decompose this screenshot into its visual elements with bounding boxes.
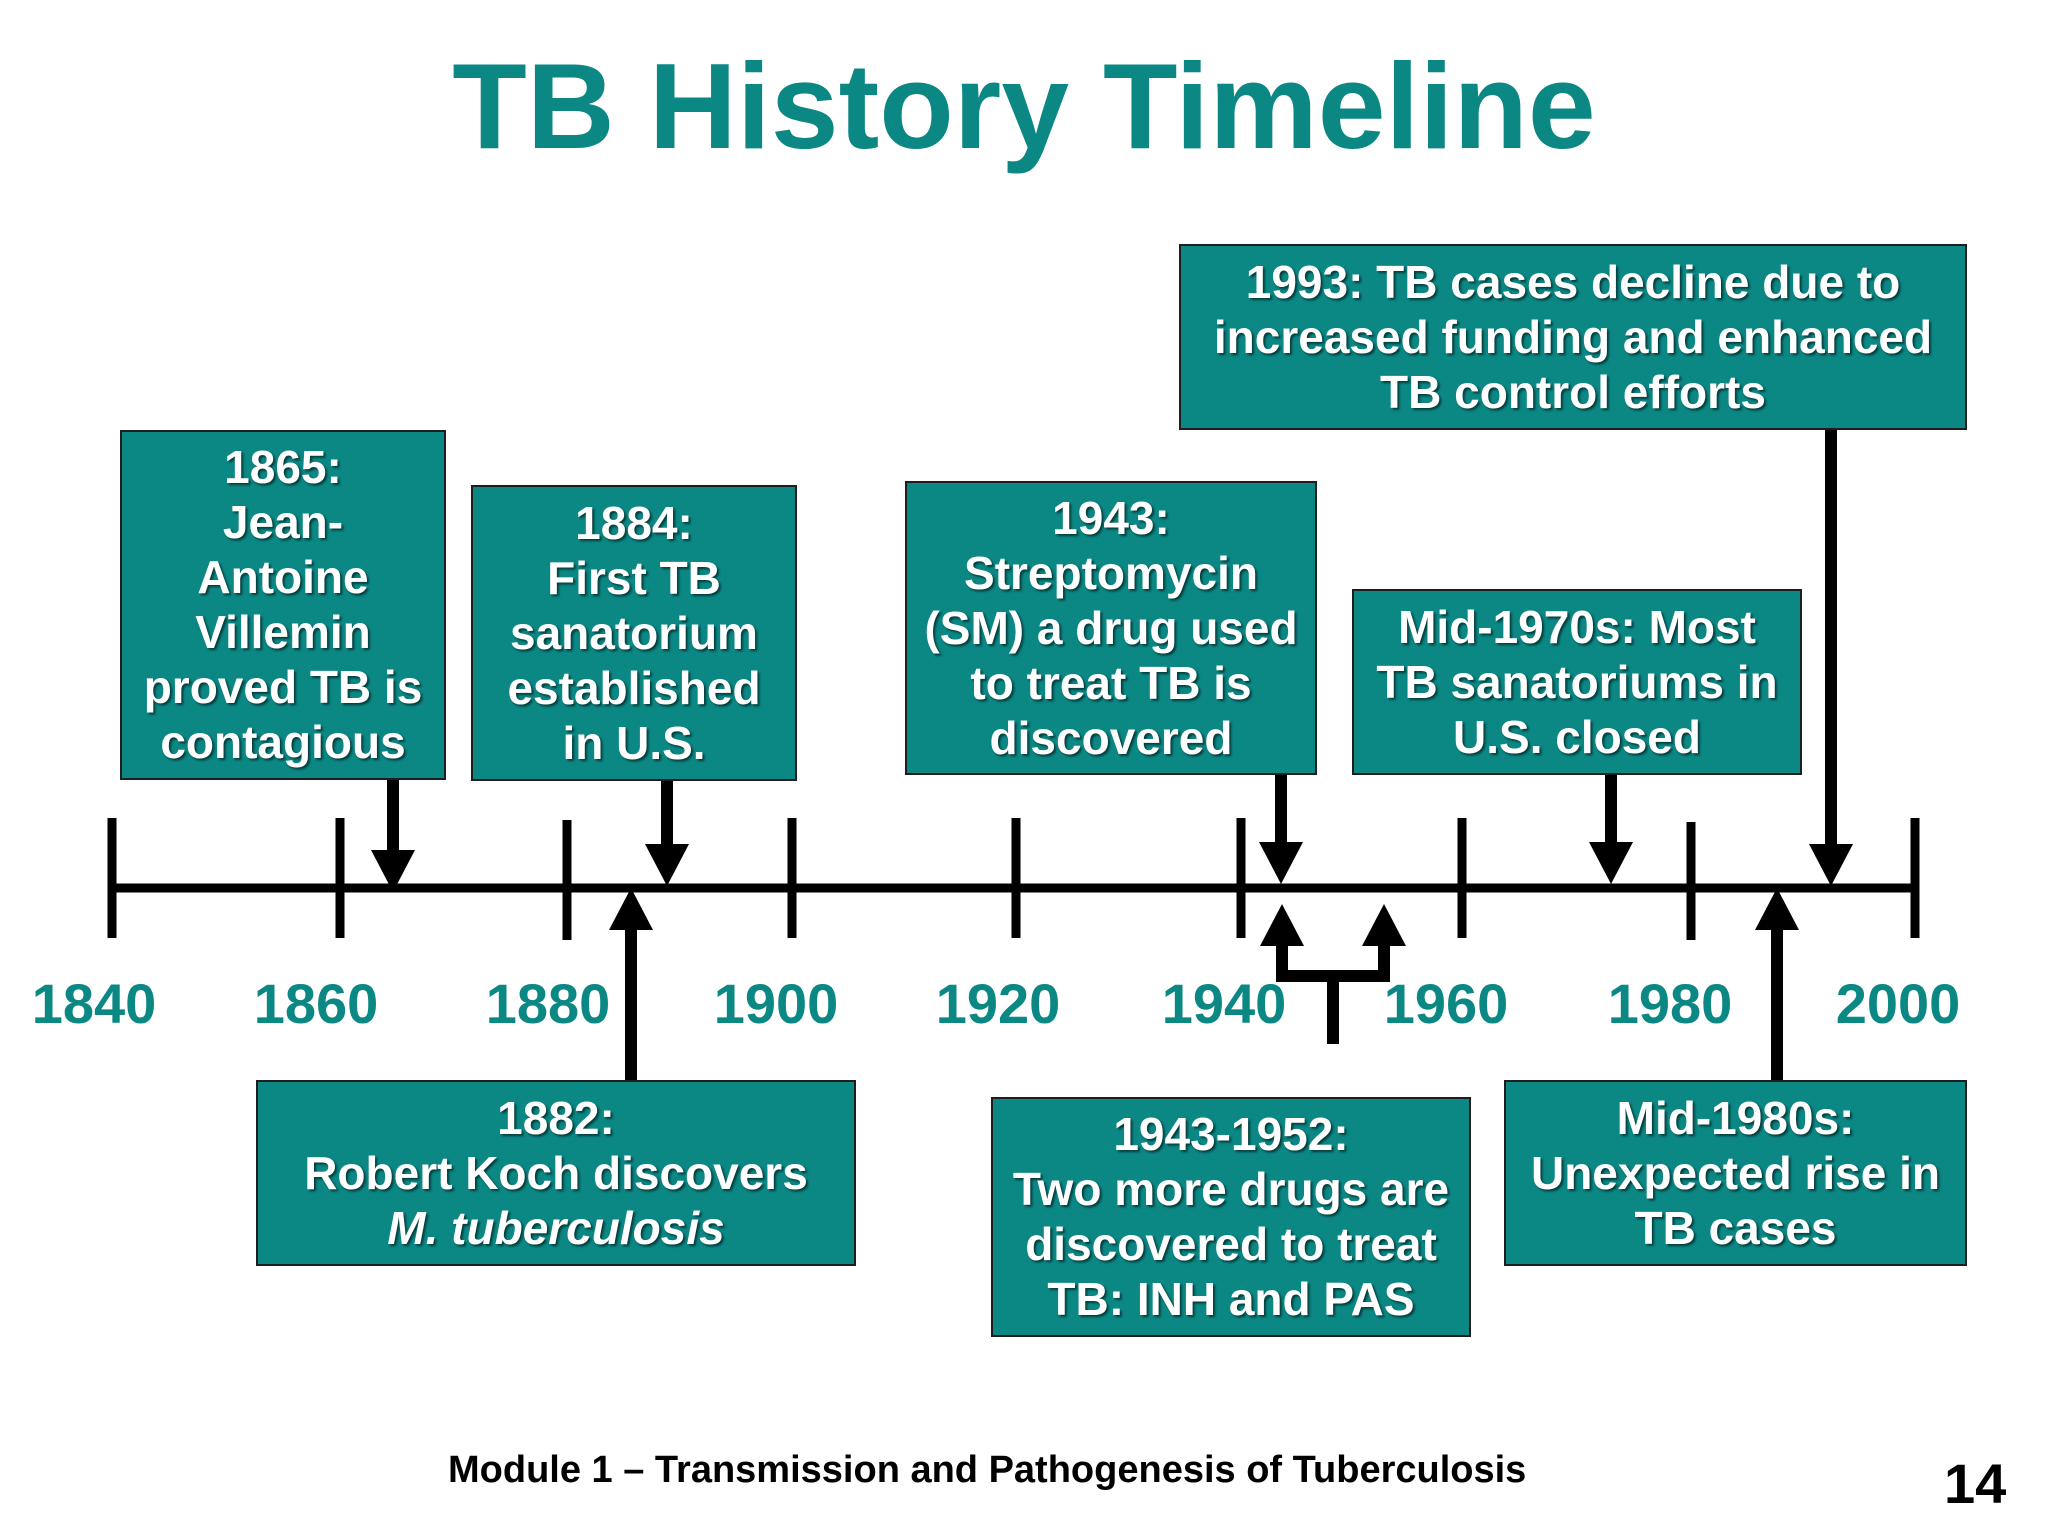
event-1865-line: contagious [160,716,406,768]
arrow-1970s [1589,774,1633,884]
event-box-1943: 1943: Streptomycin (SM) a drug used to t… [905,481,1317,775]
year-label-1920: 1920 [935,972,1061,1035]
year-label-1860: 1860 [253,972,379,1035]
event-box-1882: 1882: Robert Koch discovers M. tuberculo… [256,1080,856,1266]
arrow-1980s [1755,888,1799,1080]
event-1884-line: established [507,661,761,714]
event-box-mid-1980s: Mid-1980s: Unexpected rise in TB cases [1504,1080,1967,1266]
event-box-1865: 1865: Jean- Antoine Villemin proved TB i… [120,430,446,780]
arrow-1993 [1809,428,1853,886]
event-1865-line: Villemin [195,606,371,658]
event-1943-line: discovered [989,711,1233,764]
event-box-mid-1970s: Mid-1970s: Most TB sanatoriums in U.S. c… [1352,589,1802,775]
timeline-ticks [107,818,1920,940]
event-1943-1952-line: TB: INH and PAS [1047,1273,1415,1325]
event-box-1884: 1884: First TB sanatorium established in… [471,485,797,781]
event-1980s-line: TB cases [1634,1201,1837,1254]
event-1943-line: to treat TB is [970,656,1252,709]
arrow-1865 [371,770,415,892]
year-label-1940: 1940 [1161,972,1287,1035]
event-1980s-line: Unexpected rise in [1530,1146,1941,1199]
event-1884-line: First TB [547,551,721,604]
arrow-1943-1952-fork [1260,904,1406,1044]
event-1943-line: Streptomycin [964,546,1258,599]
event-1970s-line: Mid-1970s: Most [1398,600,1756,653]
event-1865-line: 1865: [224,441,342,493]
event-1882-line: 1882: [497,1091,615,1144]
year-label-1960: 1960 [1383,972,1509,1035]
event-1865-line: proved TB is [143,661,423,713]
slide-title: TB History Timeline [452,38,1596,174]
event-1943-1952-line: Two more drugs are [1012,1163,1450,1215]
event-1993-line: 1993: TB cases decline due to [1245,255,1901,308]
arrow-1882 [609,888,653,1080]
year-label-1980: 1980 [1607,972,1733,1035]
event-1884-line: 1884: [575,496,693,549]
event-1993-line: increased funding and enhanced [1213,310,1933,363]
event-box-1943-1952: 1943-1952: Two more drugs are discovered… [991,1097,1471,1337]
event-1970s-line: TB sanatoriums in [1376,655,1778,708]
footer-module-title: Module 1 – Transmission and Pathogenesis… [448,1449,1527,1491]
event-1882-line: M. tuberculosis [387,1201,725,1254]
arrow-1943 [1259,774,1303,884]
event-1943-line: 1943: [1052,491,1170,544]
arrow-1884 [645,780,689,886]
event-1943-line: (SM) a drug used [924,601,1298,654]
event-box-1993: 1993: TB cases decline due to increased … [1179,244,1967,430]
event-1943-1952-line: 1943-1952: [1113,1108,1349,1160]
event-1882-line: Robert Koch discovers [304,1146,808,1199]
year-label-1840: 1840 [31,972,157,1035]
event-1865-line: Antoine [197,551,369,603]
event-1970s-line: U.S. closed [1453,710,1701,763]
year-label-1900: 1900 [713,972,839,1035]
event-1993-line: TB control efforts [1380,365,1766,418]
event-1884-line: in U.S. [562,716,706,769]
year-label-2000: 2000 [1835,972,1961,1035]
event-1943-1952-line: discovered to treat [1025,1218,1437,1270]
event-1865-line: Jean- [222,496,344,548]
year-label-1880: 1880 [485,972,611,1035]
event-1884-line: sanatorium [510,606,758,659]
page-number: 14 [1944,1452,2007,1515]
event-1980s-line: Mid-1980s: [1616,1091,1855,1144]
